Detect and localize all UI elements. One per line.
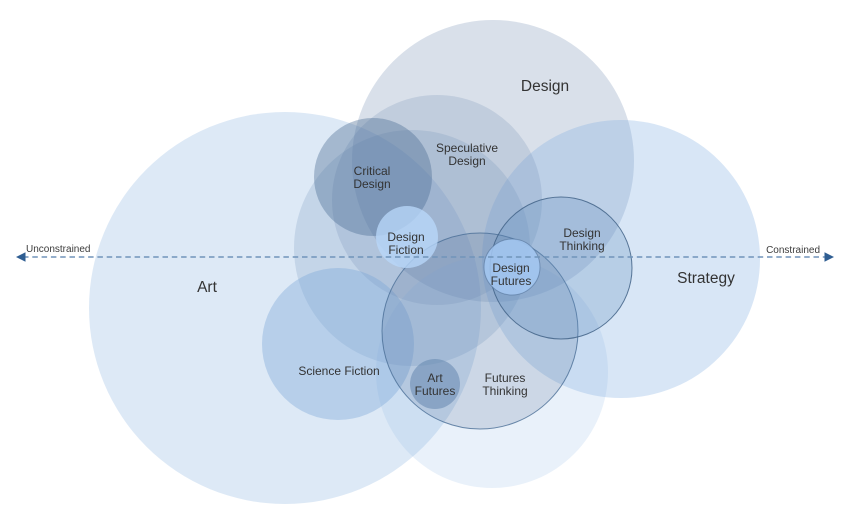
label-science-fiction: Science Fiction: [298, 364, 379, 378]
label-strategy: Strategy: [677, 270, 735, 287]
circle-science-fiction: [262, 268, 414, 420]
label-design: Design: [521, 78, 569, 95]
circle-unlabeled-bottom: [376, 256, 608, 488]
spectrum-axis: Unconstrained Constrained: [16, 244, 834, 262]
axis-arrow-right-icon: [824, 252, 834, 262]
axis-arrow-left-icon: [16, 252, 26, 262]
circle-design-fiction: [376, 206, 438, 268]
circle-design-futures: [483, 238, 541, 296]
axis-label-constrained: Constrained: [766, 245, 820, 256]
circle-art-futures: [410, 359, 460, 409]
label-art: Art: [197, 279, 218, 296]
axis-label-unconstrained: Unconstrained: [26, 244, 90, 255]
circles-layer: [89, 20, 760, 504]
circle-art: [89, 112, 481, 504]
circle-strategy: [482, 120, 760, 398]
